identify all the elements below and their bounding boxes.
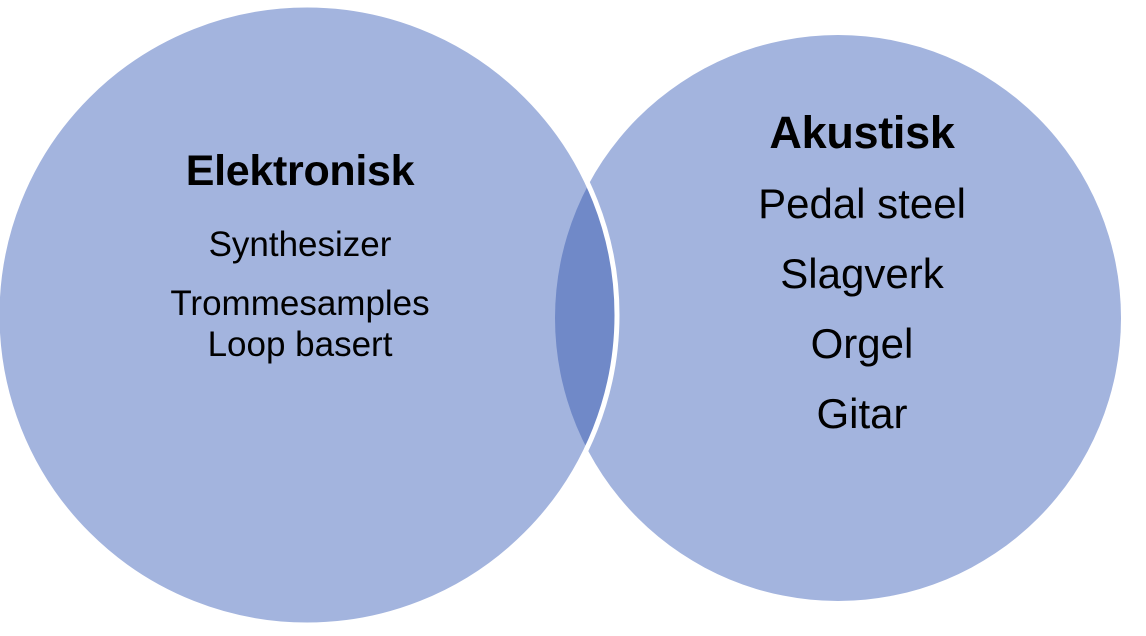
- set-item-elektronisk-trommesamples: Trommesamples: [170, 284, 430, 323]
- set-item-akustisk-pedal-steel: Pedal steel: [758, 180, 966, 227]
- set-item-elektronisk-loop-basert: Loop basert: [207, 325, 393, 364]
- set-item-elektronisk-synthesizer: Synthesizer: [208, 225, 392, 264]
- set-title-elektronisk: Elektronisk: [185, 147, 415, 195]
- set-item-akustisk-orgel: Orgel: [810, 320, 914, 367]
- venn-circle-elektronisk-outline: [0, 2, 620, 628]
- set-item-akustisk-slagverk: Slagverk: [780, 250, 944, 297]
- set-title-akustisk: Akustisk: [769, 107, 955, 158]
- venn-label-group-elektronisk: Elektronisk Synthesizer Trommesamples Lo…: [88, 147, 512, 364]
- venn-circle-elektronisk: [0, 5, 617, 625]
- venn-label-group-akustisk: Akustisk Pedal steel Slagverk Orgel Gita…: [676, 110, 1048, 435]
- set-item-akustisk-gitar: Gitar: [816, 390, 908, 437]
- venn-circle-akustisk: [555, 35, 1121, 601]
